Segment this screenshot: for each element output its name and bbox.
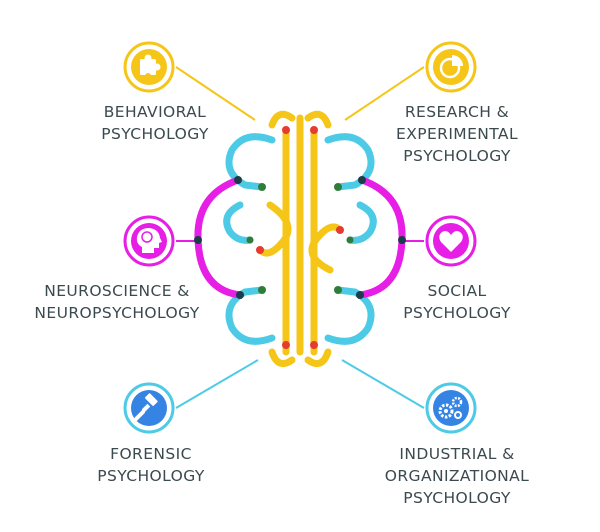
- label-forensic: FORENSIC PSYCHOLOGY: [97, 445, 205, 485]
- connector-research: [344, 66, 425, 121]
- research-icon-badge: [425, 41, 477, 93]
- gears-icon: [438, 396, 463, 419]
- industrial-icon-badge: [425, 382, 477, 434]
- connector-behavioral: [175, 66, 256, 121]
- head-brain-icon: [136, 228, 162, 253]
- pie-chart-icon: [439, 55, 463, 79]
- connector-lines: [175, 66, 425, 409]
- label-research: RESEARCH & EXPERIMENTAL PSYCHOLOGY: [396, 103, 518, 165]
- neuroscience-icon-badge: [123, 215, 175, 267]
- brain-graphic: [194, 110, 406, 368]
- behavioral-icon-badge: [123, 41, 175, 93]
- social-icon-badge: [425, 215, 477, 267]
- forensic-icon-badge: [123, 382, 175, 434]
- label-behavioral: BEHAVIORAL PSYCHOLOGY: [101, 103, 209, 143]
- connector-industrial: [341, 359, 425, 409]
- label-social: SOCIAL PSYCHOLOGY: [403, 282, 511, 322]
- label-industrial: INDUSTRIAL & ORGANIZATIONAL PSYCHOLOGY: [384, 445, 530, 507]
- label-neuroscience: NEUROSCIENCE & NEUROPSYCHOLOGY: [34, 282, 200, 322]
- heart-icon: [439, 231, 463, 252]
- gavel-icon: [133, 393, 158, 422]
- connector-forensic: [175, 359, 259, 409]
- puzzle-icon: [140, 54, 161, 79]
